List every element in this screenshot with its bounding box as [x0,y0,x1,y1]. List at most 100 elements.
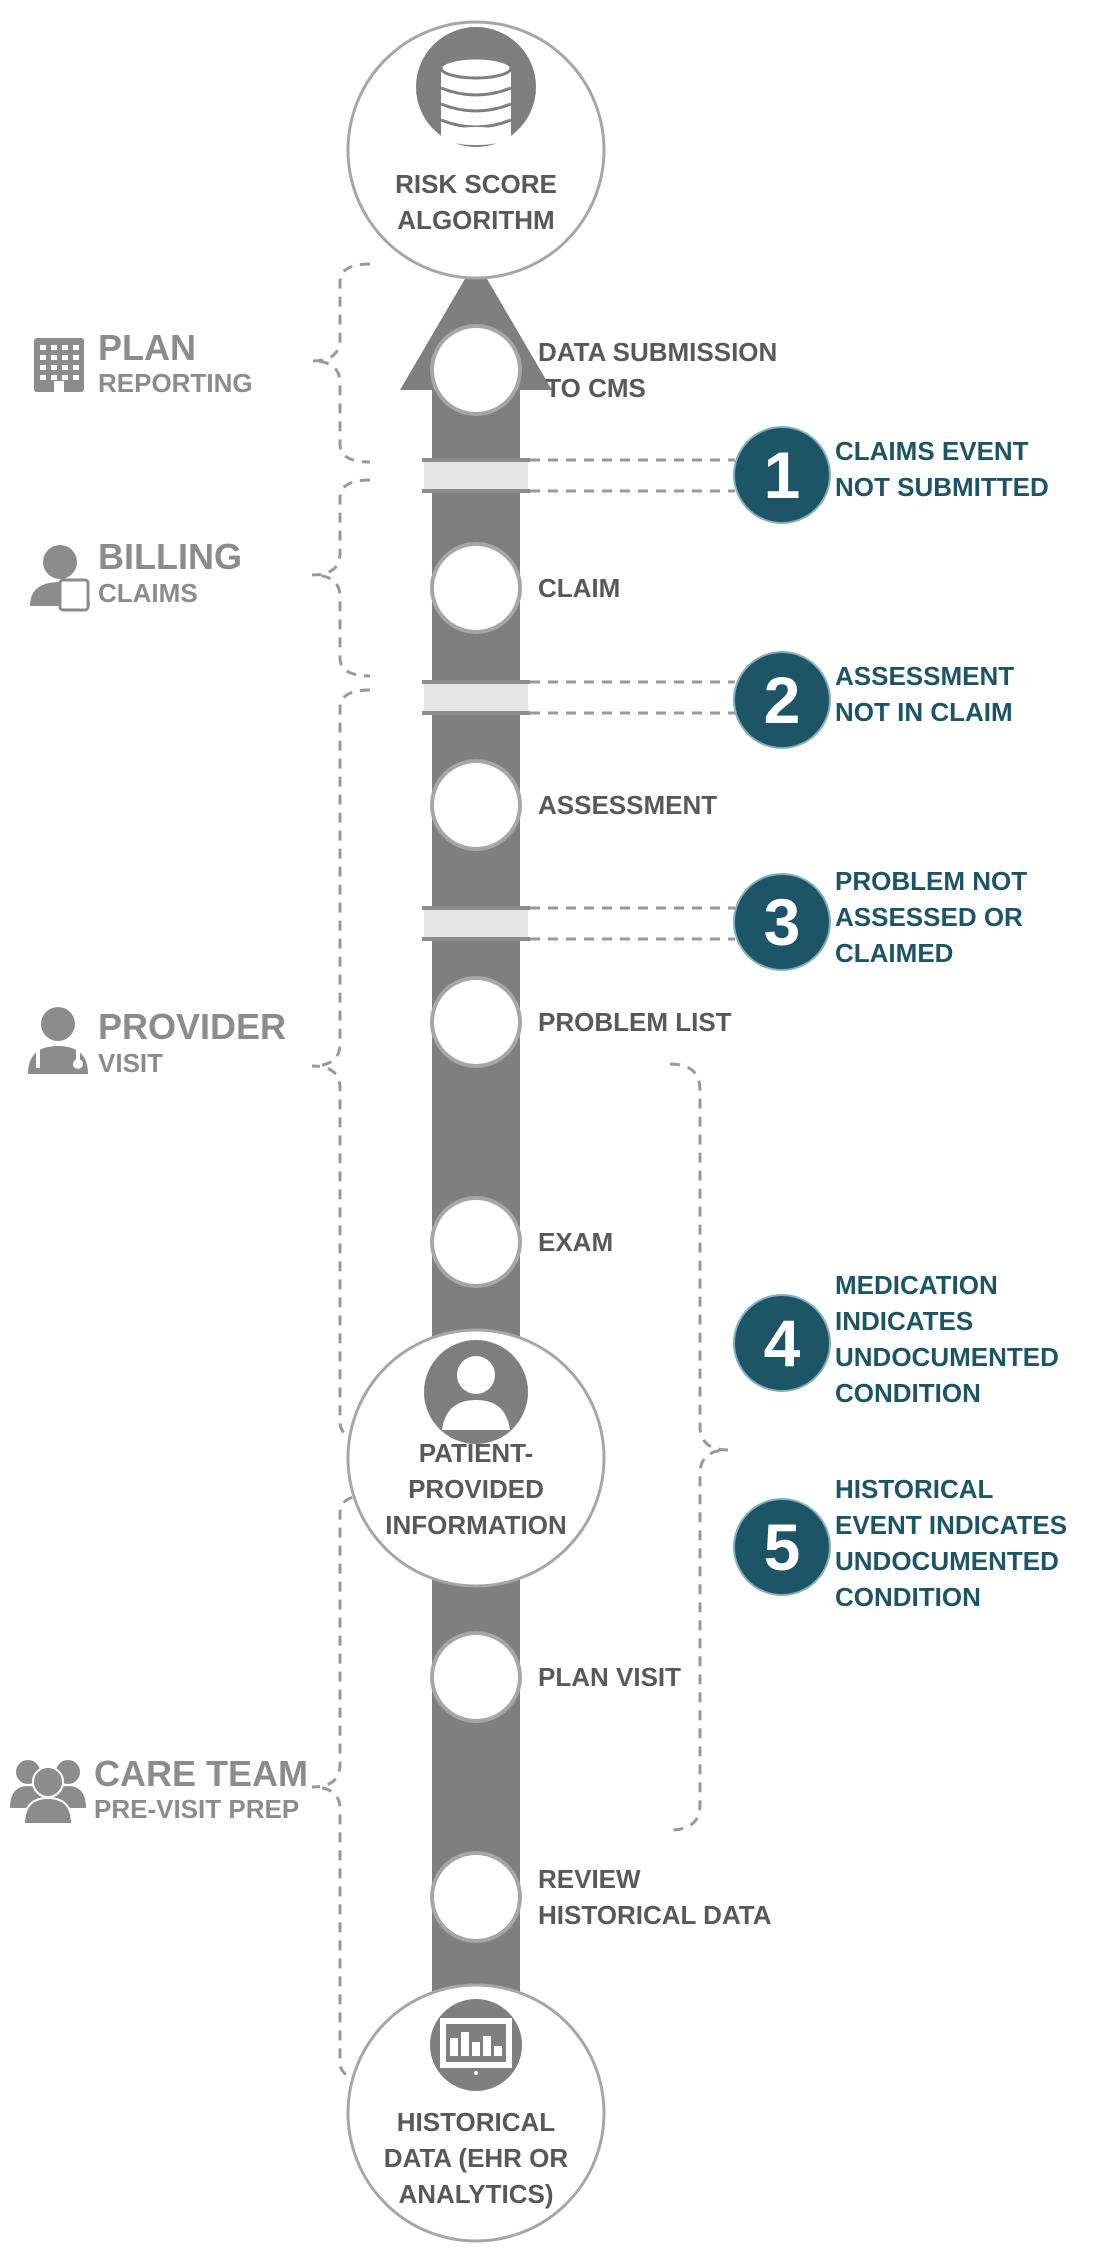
bottom-node: HISTORICAL DATA (EHR OR ANALYTICS) [346,1983,606,2243]
building-icon-window [62,355,68,360]
step-label-line: PLAN VISIT [538,1662,681,1692]
database-icon-band [440,118,512,129]
gap-description-line: NOT SUBMITTED [835,472,1049,502]
step-label: ASSESSMENT [538,790,717,820]
gap-3: 3 PROBLEM NOT ASSESSED OR CLAIMED [733,866,1027,971]
node-label-line: ANALYTICS) [398,2179,553,2209]
step-7: REVIEW HISTORICAL DATA [430,1851,772,1943]
gap-number: 1 [764,438,801,512]
building-icon-window [40,355,46,360]
building-icon-window [51,345,57,350]
gap-1: 1 CLAIMS EVENT NOT SUBMITTED [733,426,1049,524]
building-icon-window [40,365,46,370]
gap-description-line: ASSESSMENT [835,661,1014,691]
building-icon-window [62,365,68,370]
database-icon [416,27,536,147]
step-4: PROBLEM LIST [430,976,732,1068]
gap-badge [733,873,831,971]
step-circle [430,1196,522,1288]
step-label-line: TO CMS [538,373,646,403]
gap-description: PROBLEM NOT ASSESSED OR CLAIMED [835,866,1027,968]
arrow-break-2 [422,680,735,715]
step-label: PROBLEM LIST [538,1007,732,1037]
step-label: PLAN VISIT [538,1662,681,1692]
gap-description-line: UNDOCUMENTED [835,1342,1059,1372]
step-label-line: DATA SUBMISSION [538,337,777,367]
gap-description-line: EVENT INDICATES [835,1510,1067,1540]
brace-provider [311,688,371,1442]
doctor-icon-stethoscope [36,1050,80,1068]
gap-description-line: NOT IN CLAIM [835,697,1013,727]
step-label-line: REVIEW [538,1864,641,1894]
team-icon [10,1760,86,1825]
gap-description-line: CONDITION [835,1378,981,1408]
doctor-icon-body [28,1046,88,1074]
building-icon-window [62,345,68,350]
arrow-break-1 [422,458,735,493]
step-circle [430,542,522,634]
gap-description-line: UNDOCUMENTED [835,1546,1059,1576]
step-circle [430,1851,522,1943]
group-title: BILLING [98,536,242,577]
node-label-line: HISTORICAL [397,2107,556,2137]
building-icon-window [73,375,79,380]
flow-arrow [400,260,735,2000]
building-icon-window [51,375,57,380]
gap-description: ASSESSMENT NOT IN CLAIM [835,661,1014,727]
gap-badge [733,1294,831,1392]
doctor-icon-head [41,1007,75,1041]
gap-description: CLAIMS EVENT NOT SUBMITTED [835,436,1049,502]
step-circle [430,1631,522,1723]
monitor-chart-icon [430,1999,522,2091]
building-icon-window [40,345,46,350]
arrow-break-3 [422,906,735,941]
monitor-icon-bar [450,2038,458,2056]
person-icon-head [457,1356,495,1394]
gap-description-line: ASSESSED OR [835,902,1023,932]
step-label-line: ASSESSMENT [538,790,717,820]
billing-icon-calculator [58,578,90,612]
monitor-icon-dot [474,2071,478,2075]
node-label-line: DATA (EHR OR [384,2143,569,2173]
step-label-line: PROBLEM LIST [538,1007,732,1037]
step-3: ASSESSMENT [430,759,717,851]
step-1: DATA SUBMISSION TO CMS [430,324,777,416]
team-icon-head-front [32,1766,64,1798]
step-label-line: EXAM [538,1227,613,1257]
step-label-line: HISTORICAL DATA [538,1900,772,1930]
monitor-icon-bar [483,2036,491,2056]
building-icon-door [54,381,64,392]
building-icon-body [34,338,84,392]
database-icon-top [439,56,513,80]
building-icon-window [62,375,68,380]
step-label: CLAIM [538,573,620,603]
gap-number: 3 [764,885,801,959]
building-icon-window [73,365,79,370]
gap-description-line: CLAIMED [835,938,953,968]
billing-icon-head [43,545,77,579]
node-circle [346,1983,606,2243]
step-5: EXAM [430,1196,613,1288]
node-circle [346,20,606,280]
person-icon-body [442,1400,510,1430]
group-subtitle: VISIT [98,1048,163,1078]
building-icon-window [73,345,79,350]
gap-description-line: CLAIMS EVENT [835,436,1029,466]
node-label-line: PROVIDED [408,1474,544,1504]
billing-person-icon [30,545,90,612]
step-2: CLAIM [430,542,620,634]
gap-description-line: PROBLEM NOT [835,866,1027,896]
monitor-icon-bar [472,2042,480,2056]
